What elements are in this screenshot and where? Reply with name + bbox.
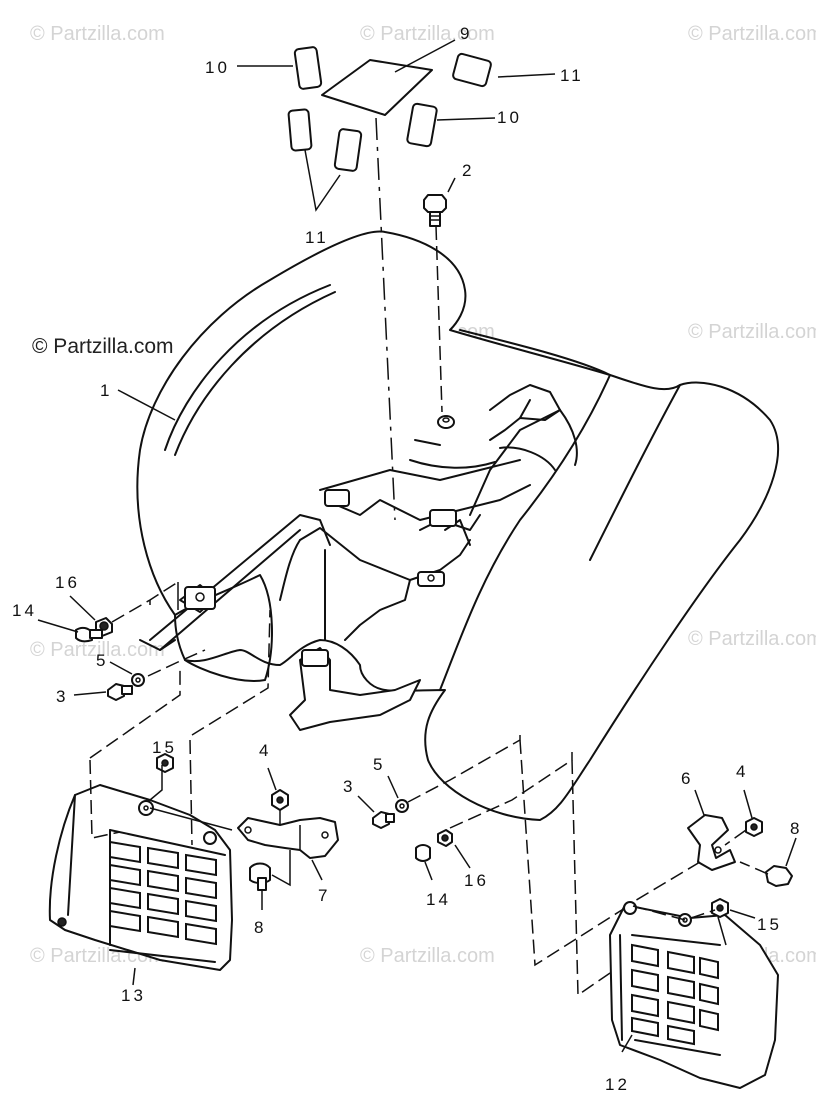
callout-16: 16 [55, 573, 80, 592]
watermark: © Partzilla.com [360, 945, 495, 967]
watermark: © Partzilla.com [30, 23, 165, 45]
bolt-2 [423, 177, 456, 413]
bolt-14-right [415, 844, 431, 862]
guard-12 [609, 898, 779, 1089]
left-hardware [37, 581, 206, 701]
guard-13-slots [109, 840, 217, 946]
decal-11-top [452, 52, 492, 88]
decal-leaders [237, 39, 556, 521]
callout-6: 6 [681, 769, 693, 788]
callout-1: 1 [100, 381, 112, 400]
rear-fender [136, 230, 779, 821]
guard-12-slots [631, 943, 719, 1046]
callout-15: 15 [757, 915, 782, 934]
callout-4: 4 [736, 762, 748, 781]
decal-10-left [293, 46, 323, 90]
bolt-14 [75, 626, 93, 643]
callout-14: 14 [12, 601, 37, 620]
main-watermark: © Partzilla.com [32, 335, 174, 358]
decal-11-left-a [287, 108, 313, 152]
callout-5: 5 [373, 755, 385, 774]
bolt-3 [107, 683, 125, 701]
callout-2: 2 [462, 161, 474, 180]
callout-3: 3 [56, 687, 68, 706]
washer-5 [131, 673, 145, 687]
nut-15-left [149, 753, 174, 801]
callout-14: 14 [426, 890, 451, 909]
bracket-7 [237, 817, 339, 859]
callout-4: 4 [259, 741, 271, 760]
callout-12: 12 [605, 1075, 630, 1094]
callout-labels: 1 2 3 3 4 4 5 5 6 7 8 8 9 10 10 11 11 12… [12, 24, 802, 1094]
watermark: © Partzilla.com [688, 628, 816, 650]
guard-13 [48, 609, 271, 986]
bracket-7-assembly [237, 767, 339, 910]
callout-10: 10 [497, 108, 522, 127]
callout-9: 9 [460, 24, 472, 43]
callout-11: 11 [305, 228, 329, 247]
bracket-6 [687, 814, 736, 871]
bolt-8-right [765, 865, 793, 887]
watermark: © Partzilla.com [688, 23, 816, 45]
callout-3: 3 [343, 777, 355, 796]
decal-11-left-b [333, 128, 363, 172]
bracket-6-assembly [627, 789, 797, 906]
decal-9 [321, 59, 433, 116]
decal-set [287, 46, 492, 172]
callout-15: 15 [152, 738, 177, 757]
callout-13: 13 [121, 986, 146, 1005]
callout-5: 5 [96, 651, 108, 670]
right-hardware [357, 735, 681, 997]
watermark: © Partzilla.com [360, 23, 495, 45]
callout-11: 11 [560, 66, 584, 85]
callout-16: 16 [464, 871, 489, 890]
decal-10-right [406, 102, 438, 148]
leader-1 [117, 389, 176, 421]
watermark: © Partzilla.com [688, 321, 816, 343]
washer-5-right [395, 799, 409, 813]
callout-7: 7 [318, 886, 330, 905]
watermark: © Partzilla.com [30, 639, 165, 661]
callout-10: 10 [205, 58, 230, 77]
callout-8: 8 [254, 918, 266, 937]
callout-8: 8 [790, 819, 802, 838]
